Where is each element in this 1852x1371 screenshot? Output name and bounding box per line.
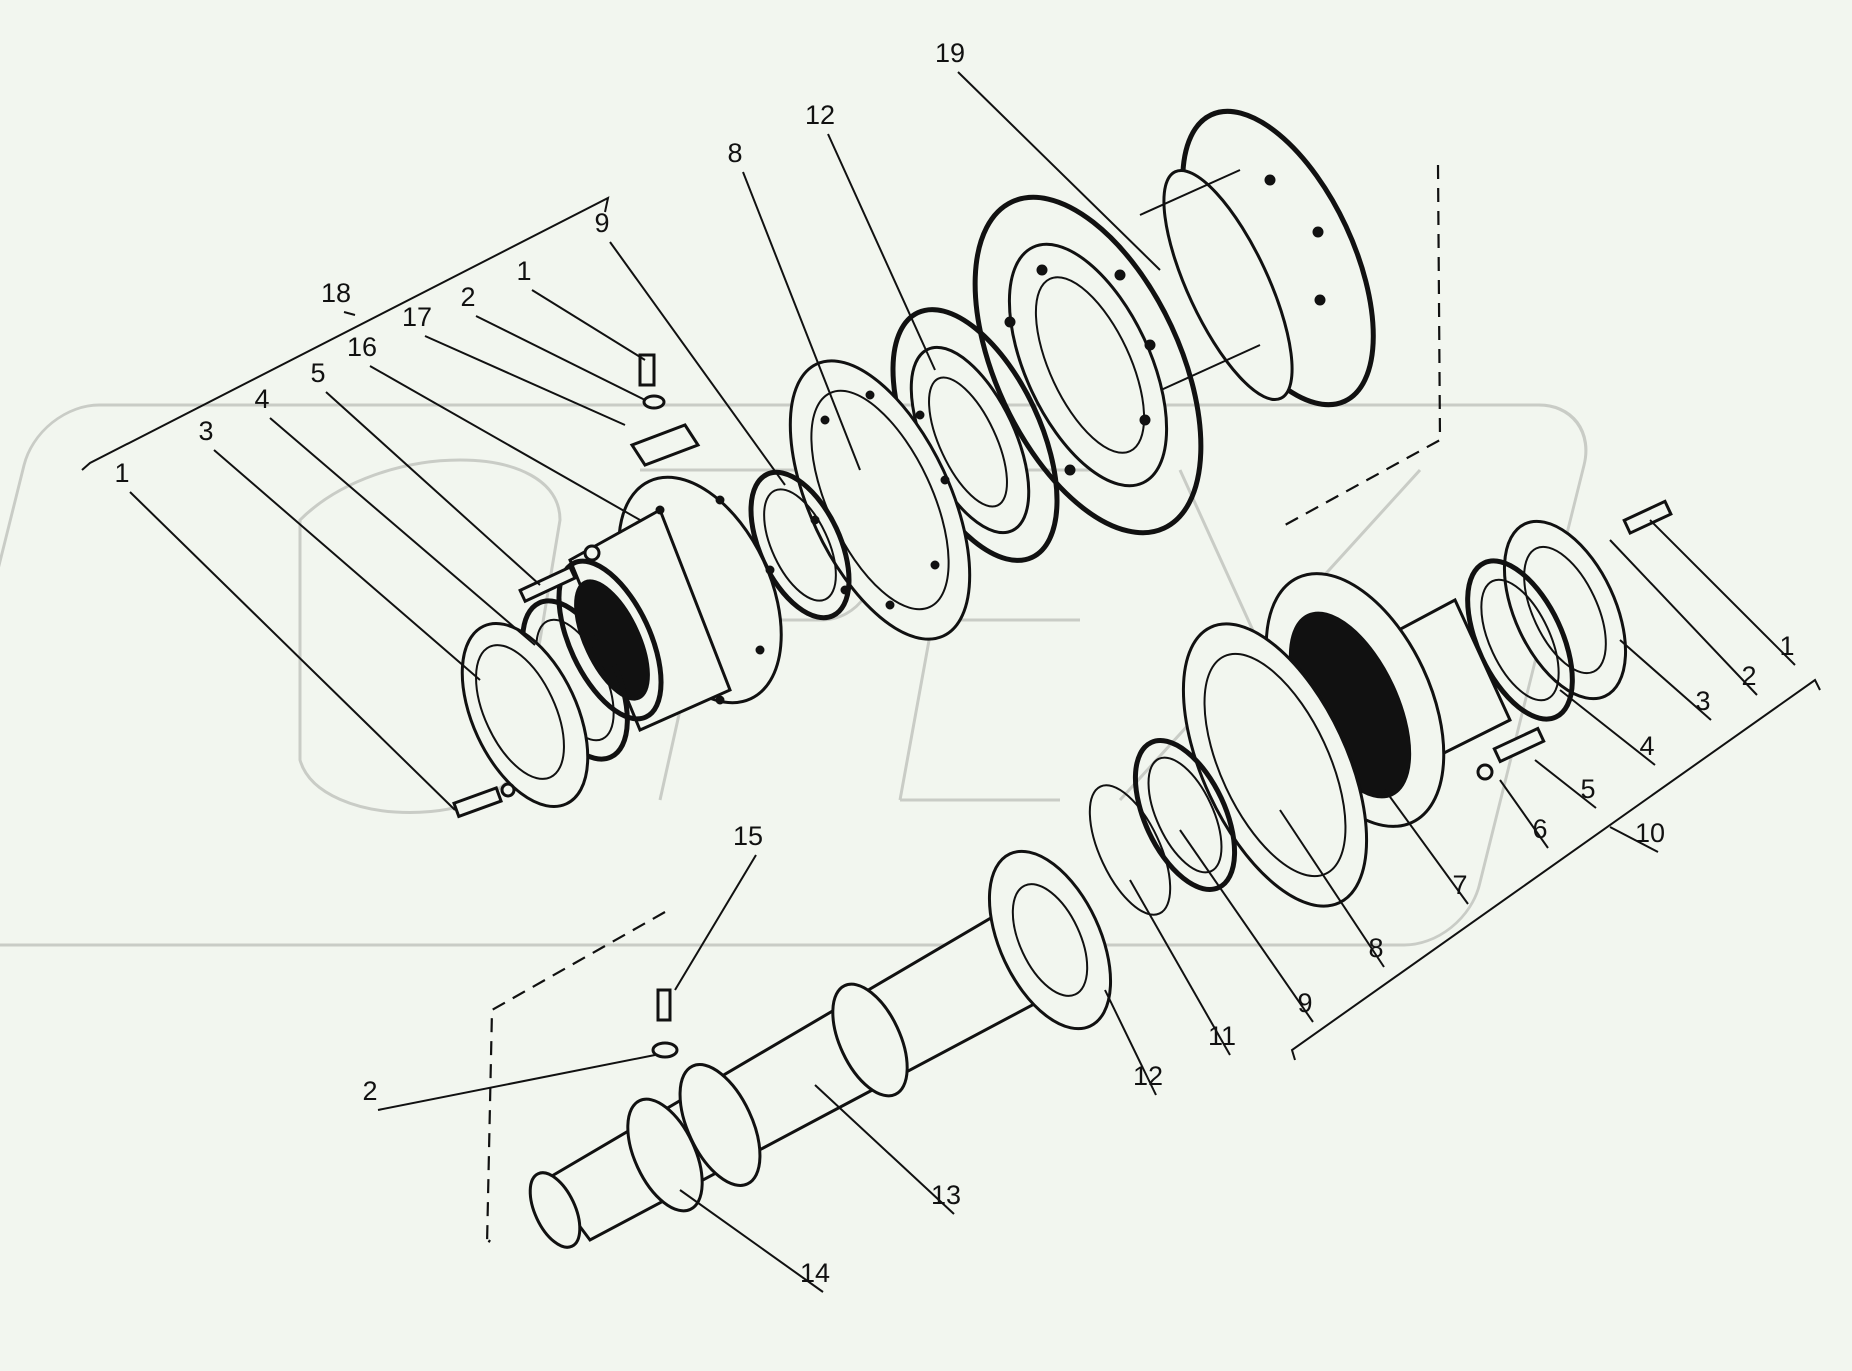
hub-16	[556, 475, 783, 732]
leader-c4b	[1559, 689, 1656, 766]
callout-label-c2c: 2	[1741, 661, 1756, 691]
leader-c1c	[1649, 519, 1796, 666]
callout-label-c2a: 2	[460, 282, 475, 312]
leader-c15	[674, 854, 757, 991]
callout-label-c10: 10	[1635, 818, 1665, 848]
callout-label-c8b: 8	[1368, 933, 1383, 963]
leader-c9b	[1179, 829, 1314, 1023]
plate-3-right	[1502, 499, 1673, 701]
leader-c6	[1499, 779, 1549, 849]
leader-c16	[369, 365, 641, 521]
leader-c1a	[531, 289, 646, 361]
leader-c1b	[129, 491, 456, 811]
callout-leaders	[129, 71, 1796, 1293]
leader-c5a	[325, 391, 541, 586]
leader-c12a	[827, 133, 936, 371]
callout-label-c3a: 3	[198, 416, 213, 446]
callout-label-c16: 16	[347, 332, 377, 362]
leader-c8a	[742, 171, 861, 471]
leader-c5b	[1534, 759, 1597, 809]
callout-label-c1a: 1	[516, 256, 531, 286]
callout-label-c6: 6	[1532, 814, 1547, 844]
small-hardware-upper	[518, 353, 701, 604]
callout-label-c19: 19	[935, 38, 965, 68]
callout-label-c13: 13	[931, 1180, 961, 1210]
leader-c14	[679, 1189, 824, 1293]
leader-c2b	[377, 1054, 656, 1111]
callout-label-c17: 17	[402, 302, 432, 332]
leader-c12b	[1104, 989, 1157, 1096]
leader-c3b	[1619, 639, 1712, 721]
callout-label-c9b: 9	[1297, 988, 1312, 1018]
leader-c3a	[213, 449, 481, 681]
callout-label-c5b: 5	[1580, 774, 1595, 804]
callout-label-c14: 14	[800, 1258, 830, 1288]
plate-3-left	[452, 622, 590, 819]
callout-label-c7: 7	[1452, 870, 1467, 900]
callout-label-c4b: 4	[1639, 731, 1654, 761]
callout-label-c9a: 9	[594, 208, 609, 238]
leader-c7	[1384, 789, 1469, 905]
callout-label-c12a: 12	[805, 100, 835, 130]
callout-label-c1b: 1	[114, 458, 129, 488]
leader-c13	[814, 1084, 955, 1215]
leader-c10	[1609, 826, 1659, 853]
leader-c8b	[1279, 809, 1385, 968]
callout-label-c11: 11	[1208, 1021, 1236, 1051]
callout-label-c15: 15	[733, 821, 763, 851]
callout-label-c18: 18	[321, 278, 351, 308]
housing-19	[972, 108, 1376, 536]
assembly-boundaries	[81, 164, 1821, 1250]
shaft-13	[528, 849, 1113, 1249]
callout-label-c4a: 4	[254, 384, 269, 414]
callout-label-c8a: 8	[727, 138, 742, 168]
callout-label-c3b: 3	[1695, 686, 1710, 716]
gasket-8-lower	[1181, 622, 1369, 908]
callout-label-c5a: 5	[310, 358, 325, 388]
leader-c17	[424, 335, 626, 426]
leader-c2a	[475, 315, 646, 401]
leader-c9a	[609, 241, 786, 486]
ring-11	[1088, 784, 1172, 916]
leader-c4a	[269, 417, 536, 646]
callout-label-c2b: 2	[362, 1076, 377, 1106]
leader-c19	[957, 71, 1161, 271]
leader-c11	[1129, 879, 1231, 1056]
callout-label-c1c: 1	[1779, 631, 1794, 661]
leader-c2c	[1609, 539, 1758, 696]
callout-label-c12b: 12	[1133, 1061, 1163, 1091]
leader-c18	[343, 311, 356, 316]
